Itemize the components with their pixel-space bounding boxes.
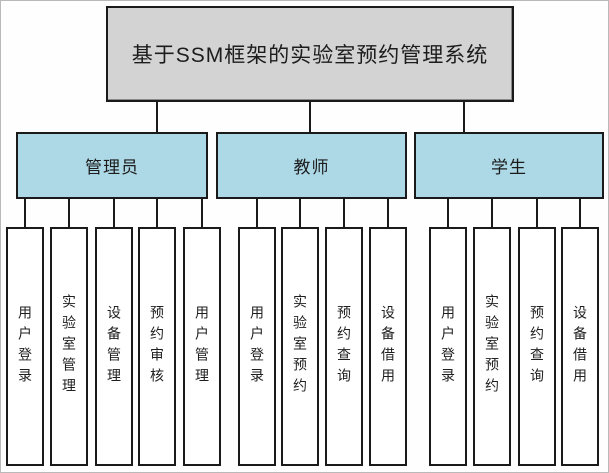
connector-root-admin xyxy=(156,101,158,132)
role-node-teacher-label: 教师 xyxy=(293,158,330,177)
func-node-label: 预约审核 xyxy=(149,304,165,389)
role-node-admin-label: 管理员 xyxy=(85,158,139,177)
func-node-label: 实验室预约 xyxy=(484,294,500,399)
root-node: 基于SSM框架的实验室预约管理系统 xyxy=(106,6,514,102)
connector-admin-func-0 xyxy=(24,198,26,228)
root-node-label: 基于SSM框架的实验室预约管理系统 xyxy=(131,44,489,67)
func-node-teacher-device-borrow: 设备借用 xyxy=(369,227,407,466)
func-node-label: 设备借用 xyxy=(572,304,588,389)
func-node-teacher-booking-query: 预约查询 xyxy=(325,227,363,466)
func-node-student-user-login: 用户登录 xyxy=(429,227,467,466)
role-node-student-label: 学生 xyxy=(491,158,527,177)
connector-admin-func-3 xyxy=(156,198,158,228)
func-node-label: 用户登录 xyxy=(249,304,265,389)
func-node-teacher-lab-booking: 实验室预约 xyxy=(281,227,319,466)
connector-student-func-0 xyxy=(447,198,449,228)
func-node-teacher-user-login: 用户登录 xyxy=(238,227,276,466)
func-node-label: 预约查询 xyxy=(529,304,545,389)
func-node-label: 实验室预约 xyxy=(292,294,308,399)
func-node-label: 用户登录 xyxy=(17,304,33,389)
func-node-admin-user-manage: 用户管理 xyxy=(183,227,221,466)
func-node-student-device-borrow: 设备借用 xyxy=(561,227,599,466)
connector-teacher-func-1 xyxy=(299,198,301,228)
role-node-student: 学生 xyxy=(414,132,604,199)
connector-admin-func-2 xyxy=(113,198,115,228)
connector-student-func-1 xyxy=(491,198,493,228)
func-node-admin-device-manage: 设备管理 xyxy=(95,227,133,466)
func-node-label: 预约查询 xyxy=(336,304,352,389)
func-node-student-lab-booking: 实验室预约 xyxy=(473,227,511,466)
func-node-admin-user-login: 用户登录 xyxy=(6,227,44,466)
connector-teacher-func-3 xyxy=(387,198,389,228)
func-node-label: 实验室管理 xyxy=(61,294,77,399)
role-node-admin: 管理员 xyxy=(16,132,208,199)
func-node-admin-booking-review: 预约审核 xyxy=(138,227,176,466)
func-node-student-booking-query: 预约查询 xyxy=(518,227,556,466)
func-node-admin-lab-manage: 实验室管理 xyxy=(50,227,88,466)
func-node-label: 用户登录 xyxy=(440,304,456,389)
connector-admin-func-1 xyxy=(68,198,70,228)
connector-student-func-2 xyxy=(536,198,538,228)
connector-root-teacher xyxy=(309,101,311,132)
func-node-label: 用户管理 xyxy=(194,304,210,389)
connector-teacher-func-2 xyxy=(343,198,345,228)
connector-root-student xyxy=(463,101,465,132)
func-node-label: 设备借用 xyxy=(380,304,396,389)
connector-admin-func-4 xyxy=(201,198,203,228)
func-node-label: 设备管理 xyxy=(106,304,122,389)
connector-student-func-3 xyxy=(579,198,581,228)
connector-teacher-func-0 xyxy=(256,198,258,228)
role-node-teacher: 教师 xyxy=(216,132,407,199)
